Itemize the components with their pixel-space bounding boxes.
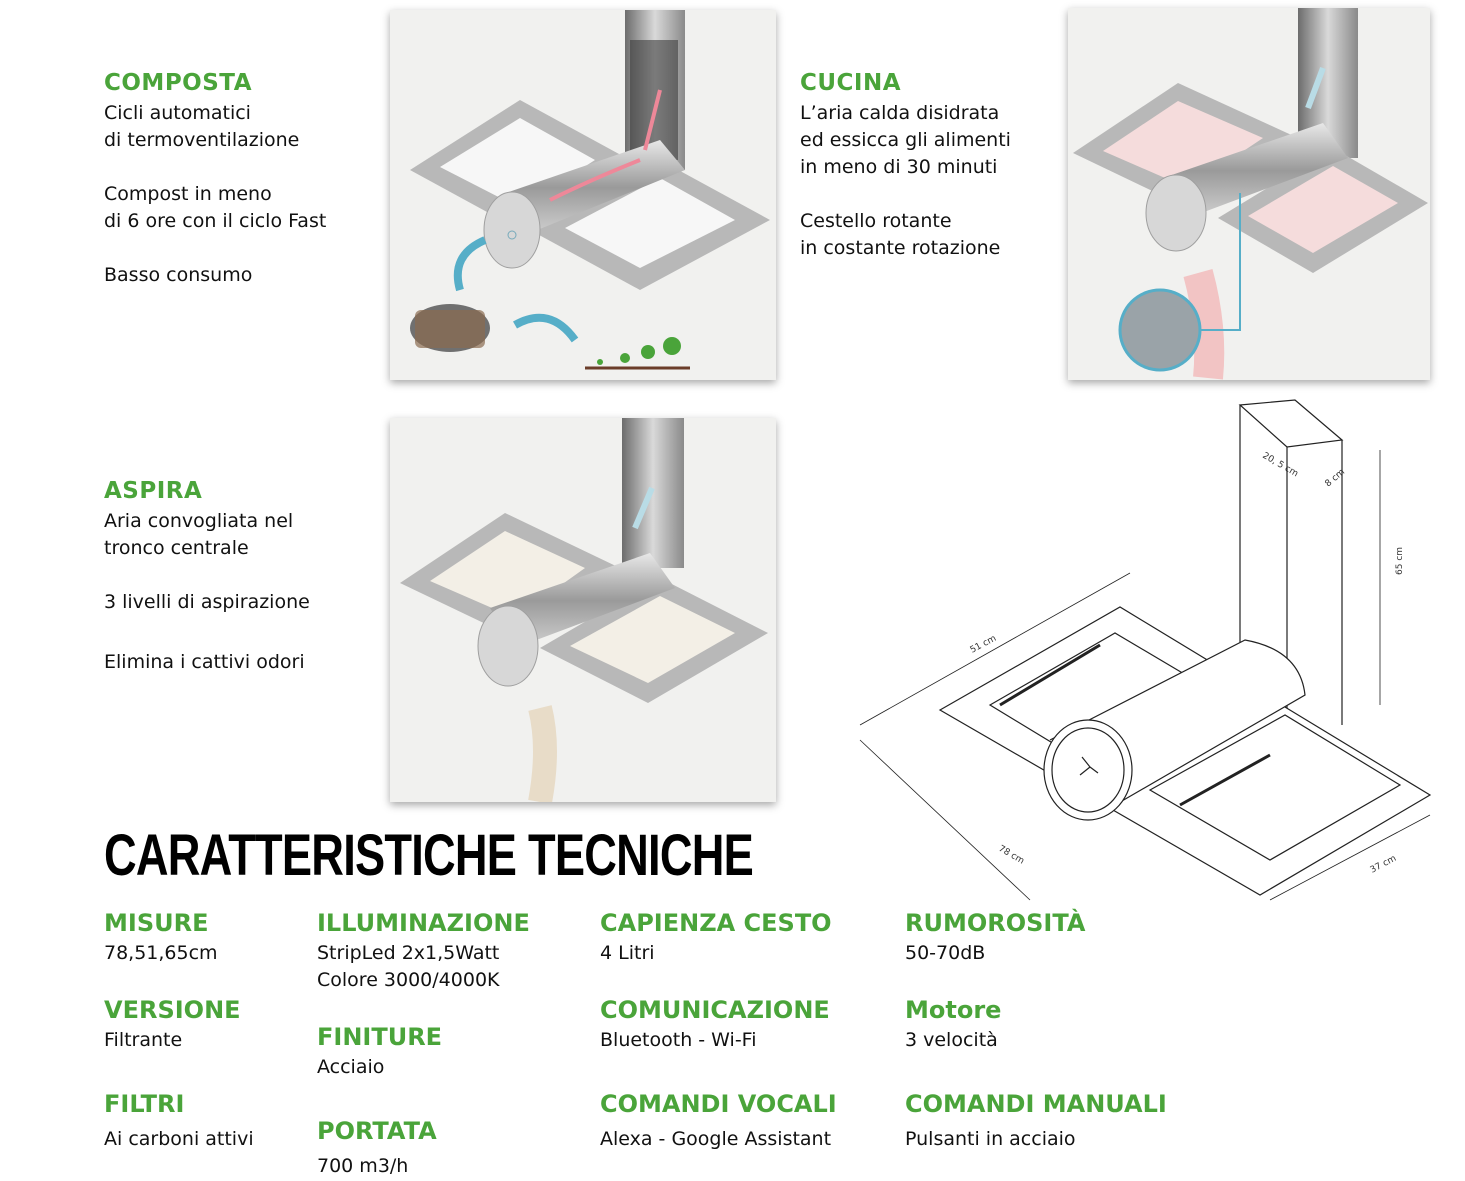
dim-label: 20, 5 cm [1261,451,1300,479]
feature-aspira-title: ASPIRA [104,478,203,504]
spec-value: Filtrante [104,1029,183,1051]
spec-label: FILTRI [104,1090,185,1118]
spec-value: Acciaio [317,1056,385,1078]
spec-value: Colore 3000/4000K [317,969,500,991]
specs-heading: CARATTERISTICHE TECNICHE [104,823,754,888]
spec-value: StripLed 2x1,5Watt [317,942,500,964]
spec-label: FINITURE [317,1023,443,1051]
feature-aspira-line: Elimina i cattivi odori [104,651,305,673]
feature-aspira-line: tronco centrale [104,537,249,559]
feature-composta-line: Basso consumo [104,264,253,286]
feature-aspira-line: 3 livelli di aspirazione [104,591,310,613]
spec-label: ILLUMINAZIONE [317,909,530,937]
spec-value: 50-70dB [905,942,986,964]
spec-value: Pulsanti in acciaio [905,1128,1076,1150]
spec-value: 700 m3/h [317,1155,409,1177]
spec-value: 78,51,65cm [104,942,218,964]
dim-label: 65 cm [1395,547,1405,575]
spec-value: Alexa - Google Assistant [600,1128,832,1150]
feature-aspira-line: Aria convogliata nel [104,510,294,532]
feature-cucina-title: CUCINA [800,70,902,96]
spec-label: MISURE [104,909,209,937]
spec-label: CAPIENZA CESTO [600,909,832,937]
feature-composta-line: Cicli automatici [104,102,251,124]
dim-label: 8 cm [1324,467,1348,489]
spec-label: COMANDI VOCALI [600,1090,837,1118]
feature-cucina-line: ed essicca gli alimenti [800,129,1011,151]
spec-label: Motore [905,996,1002,1024]
spec-value: 4 Litri [600,942,655,964]
feature-composta-line: di termoventilazione [104,129,300,151]
spec-label: VERSIONE [104,996,241,1024]
spec-label: RUMOROSITÀ [905,909,1086,937]
dim-label: 37 cm [1369,854,1398,876]
feature-cucina-line: L’aria calda disidrata [800,102,1000,124]
dimension-drawing: 20, 5 cm 8 cm 65 cm 51 cm 78 cm 37 cm [850,395,1440,940]
dim-label: 51 cm [969,634,998,656]
feature-cucina-line: in meno di 30 minuti [800,156,998,178]
feature-composta-title: COMPOSTA [104,70,252,96]
feature-composta-line: di 6 ore con il ciclo Fast [104,210,327,232]
spec-value: 3 velocità [905,1029,998,1051]
composta-illustration [390,10,776,380]
aspira-illustration [390,418,776,802]
feature-cucina-line: Cestello rotante [800,210,952,232]
feature-composta-line: Compost in meno [104,183,272,205]
spec-label: COMUNICAZIONE [600,996,830,1024]
dim-label: 78 cm [997,844,1026,867]
cucina-illustration [1068,8,1430,380]
spec-label: PORTATA [317,1117,437,1145]
spec-value: Bluetooth - Wi-Fi [600,1029,757,1051]
spec-value: Ai carboni attivi [104,1128,254,1150]
feature-cucina-line: in costante rotazione [800,237,1001,259]
spec-label: COMANDI MANUALI [905,1090,1167,1118]
